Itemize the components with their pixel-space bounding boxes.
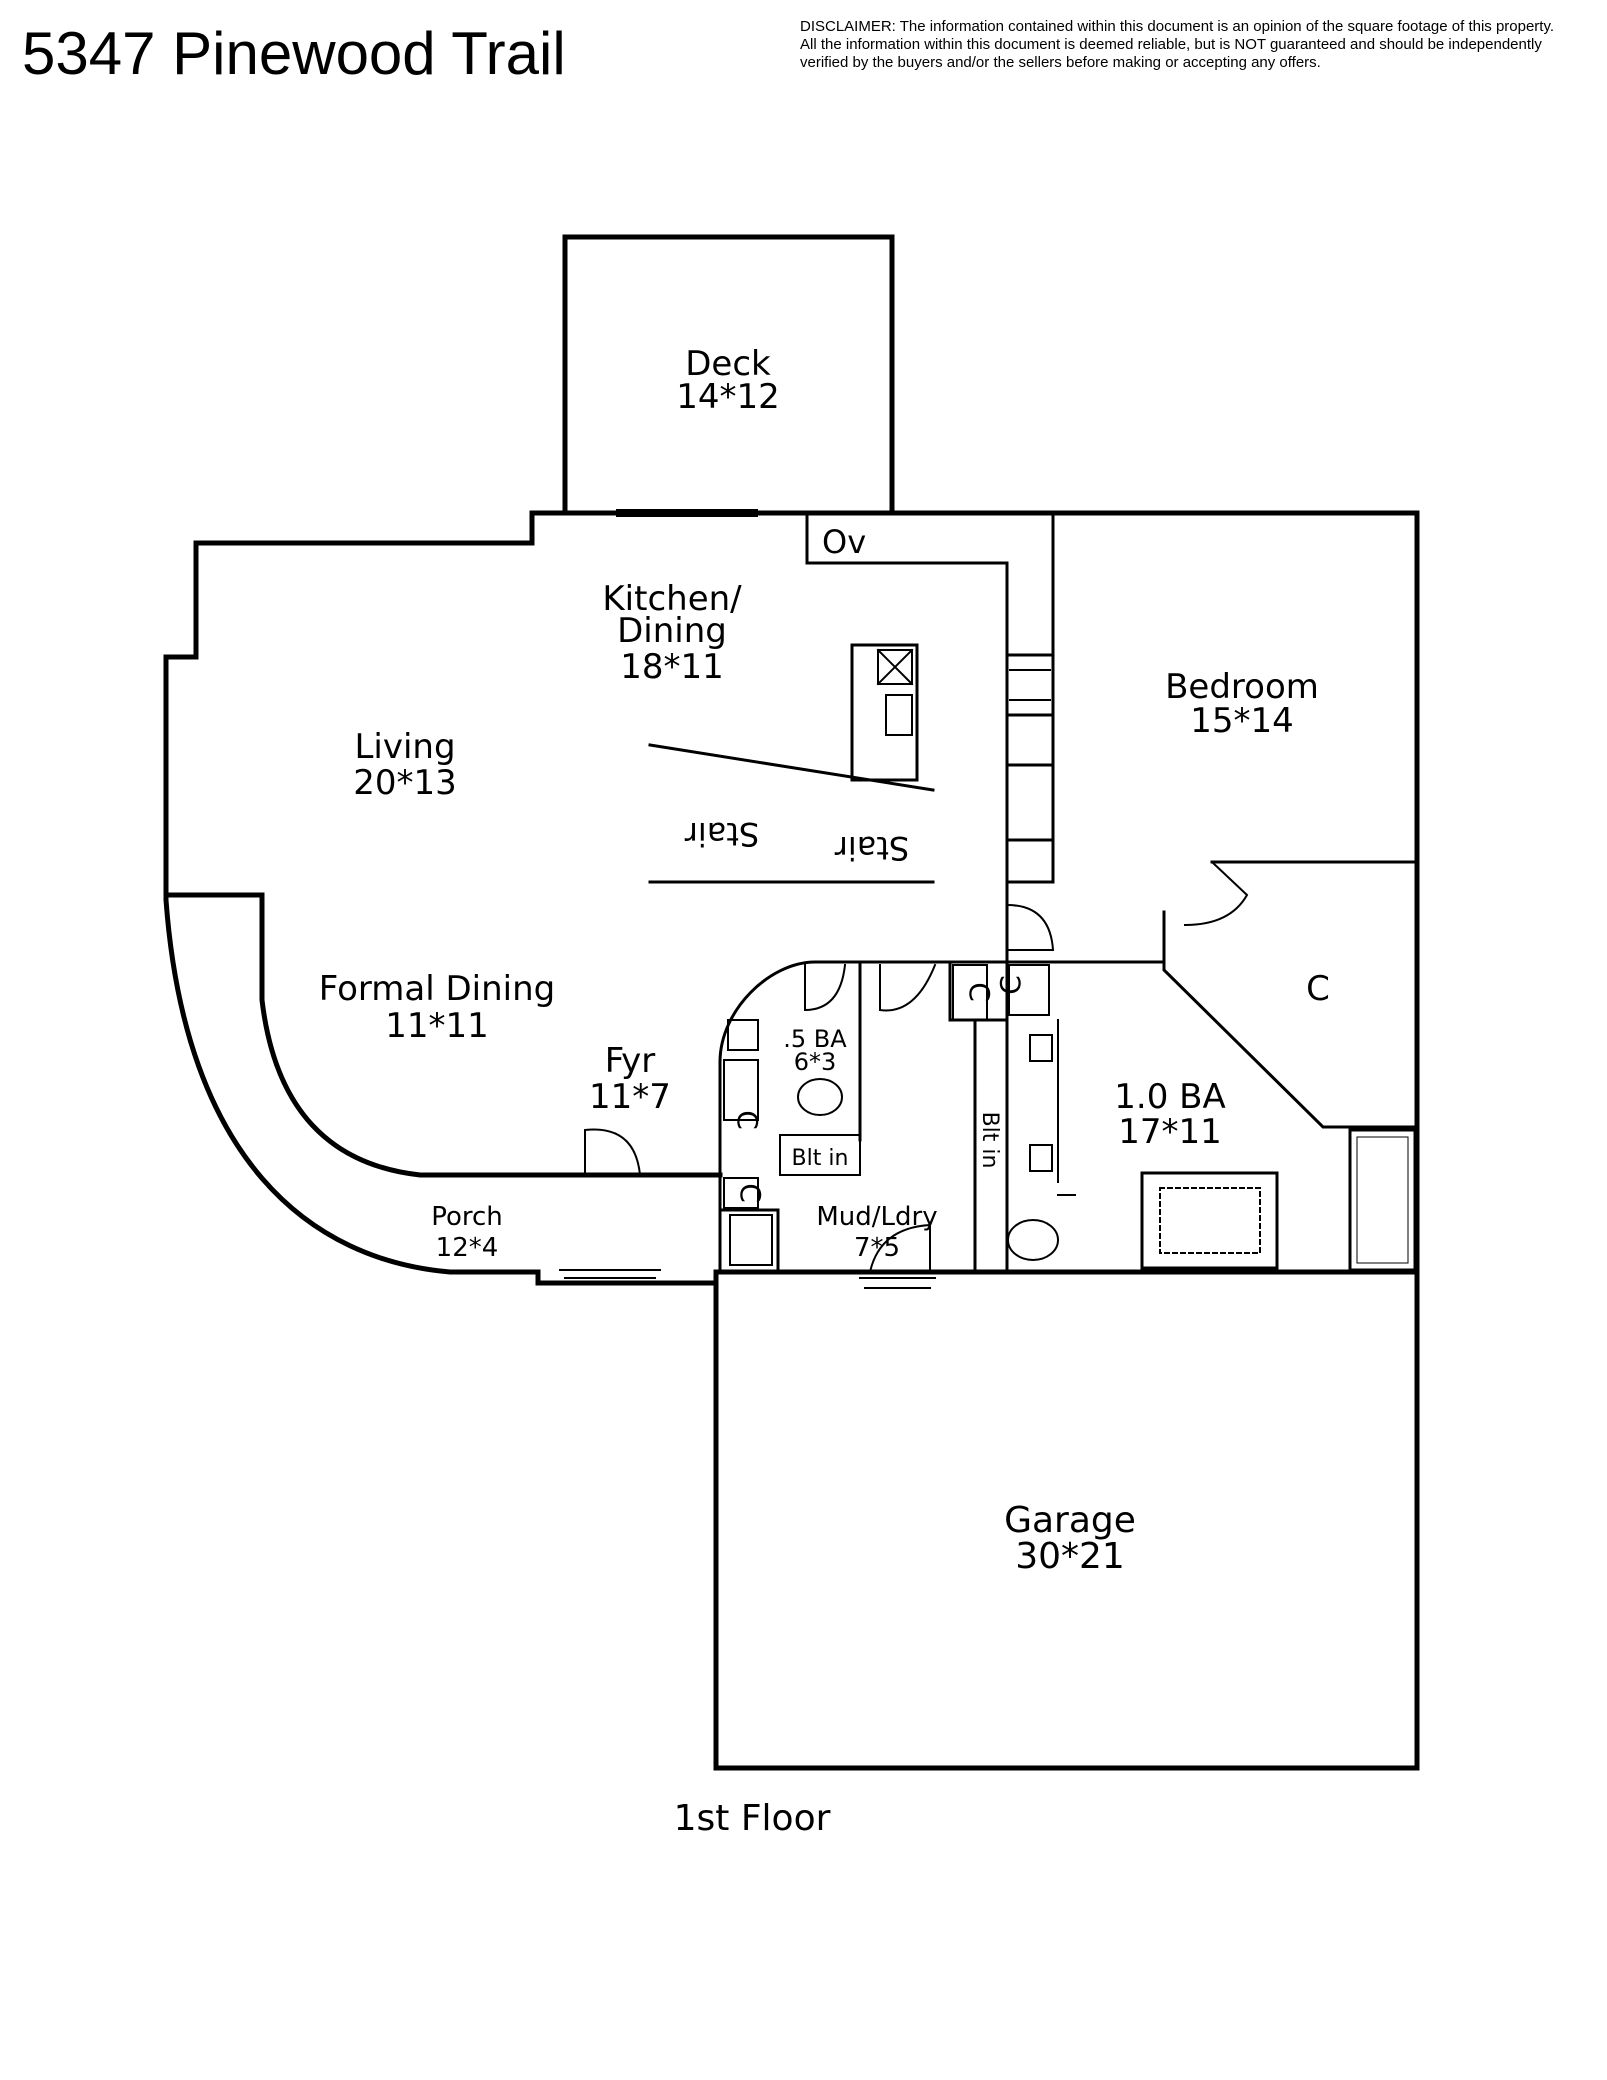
formal-dining-size: 11*11 [385,1006,489,1046]
foyer-size: 11*7 [589,1077,671,1117]
garage-name: Garage [1004,1500,1136,1541]
door-arc [584,1128,642,1177]
door-arc [868,1223,931,1274]
vanity-counter [1057,1019,1076,1196]
sink [885,694,913,736]
full-bath-vanity [1029,1144,1053,1172]
living-size: 20*13 [353,763,457,803]
bedroom-closet-wall [1162,860,1419,1129]
house-exterior-wall [163,510,1420,1286]
full-bath-vanity [1029,1034,1053,1062]
dishwasher-x [876,648,914,686]
kitchen-name-line1: Kitchen/ [602,579,742,619]
disclaimer-line: All the information within this document… [800,36,1542,53]
half-bath-name: .5 BA [783,1025,847,1053]
closet-label: C [1306,969,1330,1009]
disclaimer-line: DISCLAIMER: The information contained wi… [800,18,1555,35]
formal-dining-name: Formal Dining [319,969,556,1009]
mudroom-exterior-door [859,1277,936,1289]
refrigerator [1005,763,1055,842]
stair-label: Stair [684,815,759,853]
closet-box [723,1059,759,1121]
mudroom-wall [718,1173,780,1274]
disclaimer-line: verified by the buyers and/or the seller… [800,54,1321,71]
formal-dining-curved-wall [163,892,723,1178]
built-in-label: Blt in [977,1112,1002,1169]
door-arc [879,963,937,1012]
oven-nook-wall [805,511,1009,884]
foyer-name: Fyr [605,1041,656,1081]
full-bath-size: 17*11 [1118,1112,1222,1152]
stair-line [648,743,935,884]
property-address: 5347 Pinewood Trail [22,20,566,87]
interior-wall [1005,511,1055,884]
built-in-label: Blt in [792,1146,849,1171]
range-burners [1009,669,1051,701]
hall-built-in [973,1018,1009,1274]
half-bath-toilet [797,1078,843,1116]
bathtub-basin [1356,1136,1409,1264]
half-bath-size: 6*3 [794,1048,837,1076]
shower-floor [1159,1187,1261,1254]
stair-label: Stair [834,829,909,867]
full-bath-name: 1.0 BA [1114,1077,1225,1117]
closet-box [723,1177,759,1209]
closet-label: C [734,1183,767,1203]
closet-box [1008,964,1050,1016]
deck-sliding-door [616,509,758,517]
kitchen-name-line2: Dining [617,611,727,651]
closet-door-arc [1183,860,1249,927]
bathtub [1348,1128,1417,1272]
washer [729,1214,773,1266]
bedroom-name: Bedroom [1165,667,1319,707]
closet-label: C [731,1110,764,1130]
range [1005,653,1055,717]
porch-door [559,1269,661,1279]
mud-laundry-size: 7*5 [854,1233,900,1263]
oven-label: Ov [822,523,866,561]
living-name: Living [354,727,455,767]
dishwasher [877,649,913,685]
kitchen-island [850,643,919,782]
door-arc [1005,903,1055,952]
mud-laundry-name: Mud/Ldry [816,1202,937,1232]
disclaimer: DISCLAIMER: The information contained wi… [800,18,1590,72]
porch-name: Porch [431,1202,503,1232]
closet-label: C [963,982,996,1002]
built-in-cabinet [779,1134,861,1176]
bedroom-size: 15*14 [1190,701,1294,741]
garage-size: 30*21 [1015,1536,1125,1577]
door-arc [804,963,847,1012]
half-bath-sink [727,1019,759,1051]
closet-label: C [994,975,1027,995]
kitchen-size: 18*11 [620,647,724,687]
deck-size: 14*12 [676,377,780,417]
closet-box [952,964,988,1021]
floor-label: 1st Floor [674,1798,831,1839]
garage-outline [713,1269,1420,1771]
shower [1140,1171,1279,1270]
full-bath-toilet [1007,1219,1059,1261]
porch-size: 12*4 [436,1233,499,1263]
deck-name: Deck [685,344,771,384]
